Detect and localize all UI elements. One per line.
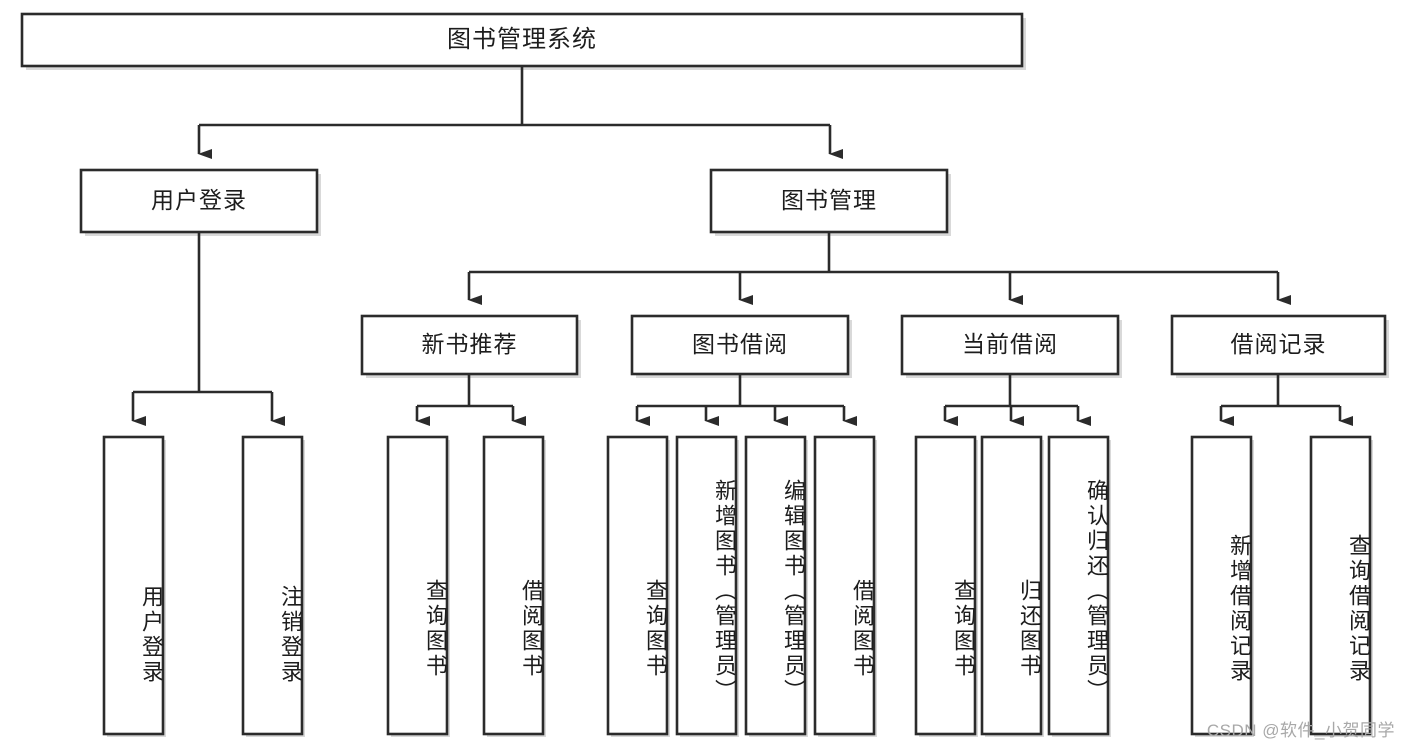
node-box-layer <box>20 12 1387 736</box>
node-box-leaf-confirm-return-admin <box>1047 435 1110 736</box>
node-box-leaf-query-borrow-record <box>1309 435 1372 736</box>
node-box-leaf-query-book-borrow <box>606 435 669 736</box>
node-box-book-borrow <box>630 314 850 376</box>
node-box-leaf-add-book-admin <box>675 435 738 736</box>
node-box-user-login <box>79 168 319 234</box>
node-box-borrow-record <box>1170 314 1387 376</box>
node-box-leaf-user-login <box>102 435 165 736</box>
node-box-book-management <box>709 168 949 234</box>
watermark-text: CSDN @软件_小贺同学 <box>1206 721 1395 740</box>
node-box-leaf-query-book-current <box>914 435 977 736</box>
node-box-leaf-return-book <box>980 435 1043 736</box>
node-box-leaf-edit-book-admin <box>744 435 807 736</box>
node-box-leaf-add-borrow-record <box>1190 435 1253 736</box>
node-box-leaf-logout <box>241 435 304 736</box>
node-box-leaf-query-book-recommend <box>386 435 449 736</box>
connector-layer <box>131 66 1353 426</box>
node-box-leaf-borrow-book-recommend <box>482 435 545 736</box>
node-box-new-book-recommend <box>360 314 579 376</box>
node-box-root <box>20 12 1024 68</box>
node-box-current-borrow <box>900 314 1120 376</box>
node-box-leaf-borrow-book <box>813 435 876 736</box>
